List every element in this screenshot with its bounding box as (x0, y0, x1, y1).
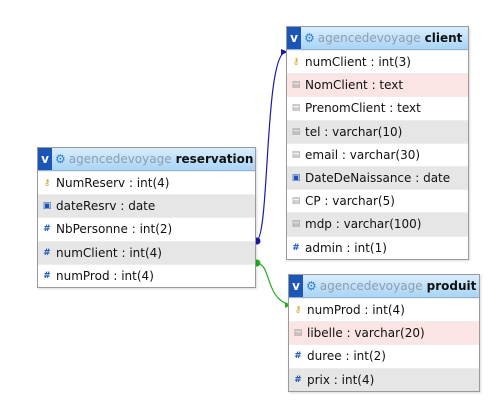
gear-icon[interactable]: ⚙ (55, 152, 66, 166)
table-name: client (424, 31, 463, 45)
collapse-toggle-button[interactable]: v (38, 148, 52, 170)
collapse-toggle-button[interactable]: v (289, 275, 303, 297)
database-name: agencedevoyage (68, 152, 172, 166)
gear-icon[interactable]: ⚙ (304, 31, 315, 45)
text-icon: ▤ (291, 80, 301, 91)
column-row[interactable]: ▤ tel : varchar(10) (287, 119, 468, 143)
key-icon: ⚷ (294, 305, 302, 316)
database-name: agencedevoyage (317, 31, 421, 45)
collapse-toggle-button[interactable]: v (287, 27, 301, 49)
column-row[interactable]: ▤ email : varchar(30) (287, 142, 468, 166)
text-icon: ▤ (291, 103, 301, 114)
text-icon: ▤ (291, 126, 301, 137)
column-label: NomClient : text (305, 78, 404, 93)
date-icon: ▣ (291, 173, 301, 184)
key-icon: ⚷ (292, 57, 300, 68)
column-label: dateResrv : date (56, 199, 156, 214)
column-row[interactable]: # duree : int(2) (289, 344, 479, 367)
number-icon: # (294, 351, 302, 362)
date-icon: ▣ (42, 201, 52, 212)
column-row[interactable]: ▤ PrenomClient : text (287, 96, 468, 119)
column-label: CP : varchar(5) (305, 194, 395, 209)
column-row[interactable]: ▤ NomClient : text (287, 73, 468, 97)
column-label: prix : int(4) (307, 372, 375, 387)
column-row[interactable]: ▤ CP : varchar(5) (287, 189, 468, 212)
gear-icon[interactable]: ⚙ (306, 279, 317, 293)
column-label: DateDeNaissance : date (305, 171, 451, 186)
column-row[interactable]: # numProd : int(4) (38, 263, 255, 287)
column-label: mdp : varchar(100) (305, 217, 422, 232)
column-label: numClient : int(4) (56, 245, 162, 260)
number-icon: # (292, 242, 300, 253)
column-row[interactable]: # NbPersonne : int(2) (38, 217, 255, 240)
column-row[interactable]: ▤ mdp : varchar(100) (287, 212, 468, 236)
relation-arrow-client (281, 49, 288, 55)
column-label: admin : int(1) (305, 240, 387, 255)
key-icon: ⚷ (43, 178, 51, 189)
column-row[interactable]: # prix : int(4) (289, 367, 479, 391)
table-name: produit (426, 279, 477, 293)
relation-line-numprod (255, 262, 291, 306)
number-icon: # (43, 247, 51, 258)
number-icon: # (43, 224, 51, 235)
number-icon: # (294, 374, 302, 385)
number-icon: # (43, 270, 51, 281)
column-label: numProd : int(4) (307, 303, 405, 318)
text-icon: ▤ (291, 149, 301, 160)
column-row[interactable]: ⚷ numProd : int(4) (289, 298, 479, 321)
column-label: NbPersonne : int(2) (56, 222, 173, 237)
column-label: libelle : varchar(20) (307, 326, 425, 341)
column-label: numProd : int(4) (56, 268, 154, 283)
column-label: email : varchar(30) (305, 147, 421, 162)
column-row[interactable]: ⚷ NumReserv : int(4) (38, 171, 255, 194)
column-row[interactable]: # admin : int(1) (287, 235, 468, 259)
column-row[interactable]: ▣ dateResrv : date (38, 194, 255, 218)
column-label: duree : int(2) (307, 349, 386, 364)
column-row[interactable]: ⚷ numClient : int(3) (287, 50, 468, 73)
column-label: tel : varchar(10) (305, 124, 403, 139)
text-icon: ▤ (293, 328, 303, 339)
column-row[interactable]: # numClient : int(4) (38, 240, 255, 264)
database-name: agencedevoyage (319, 279, 423, 293)
column-label: numClient : int(3) (305, 55, 411, 70)
text-icon: ▤ (291, 219, 301, 230)
column-row[interactable]: ▤ libelle : varchar(20) (289, 321, 479, 345)
text-icon: ▤ (291, 196, 301, 207)
relation-line-numclient (255, 51, 287, 242)
table-name: reservation (175, 152, 254, 166)
column-row[interactable]: ▣ DateDeNaissance : date (287, 165, 468, 190)
column-label: PrenomClient : text (305, 101, 421, 116)
column-label: NumReserv : int(4) (56, 176, 170, 191)
